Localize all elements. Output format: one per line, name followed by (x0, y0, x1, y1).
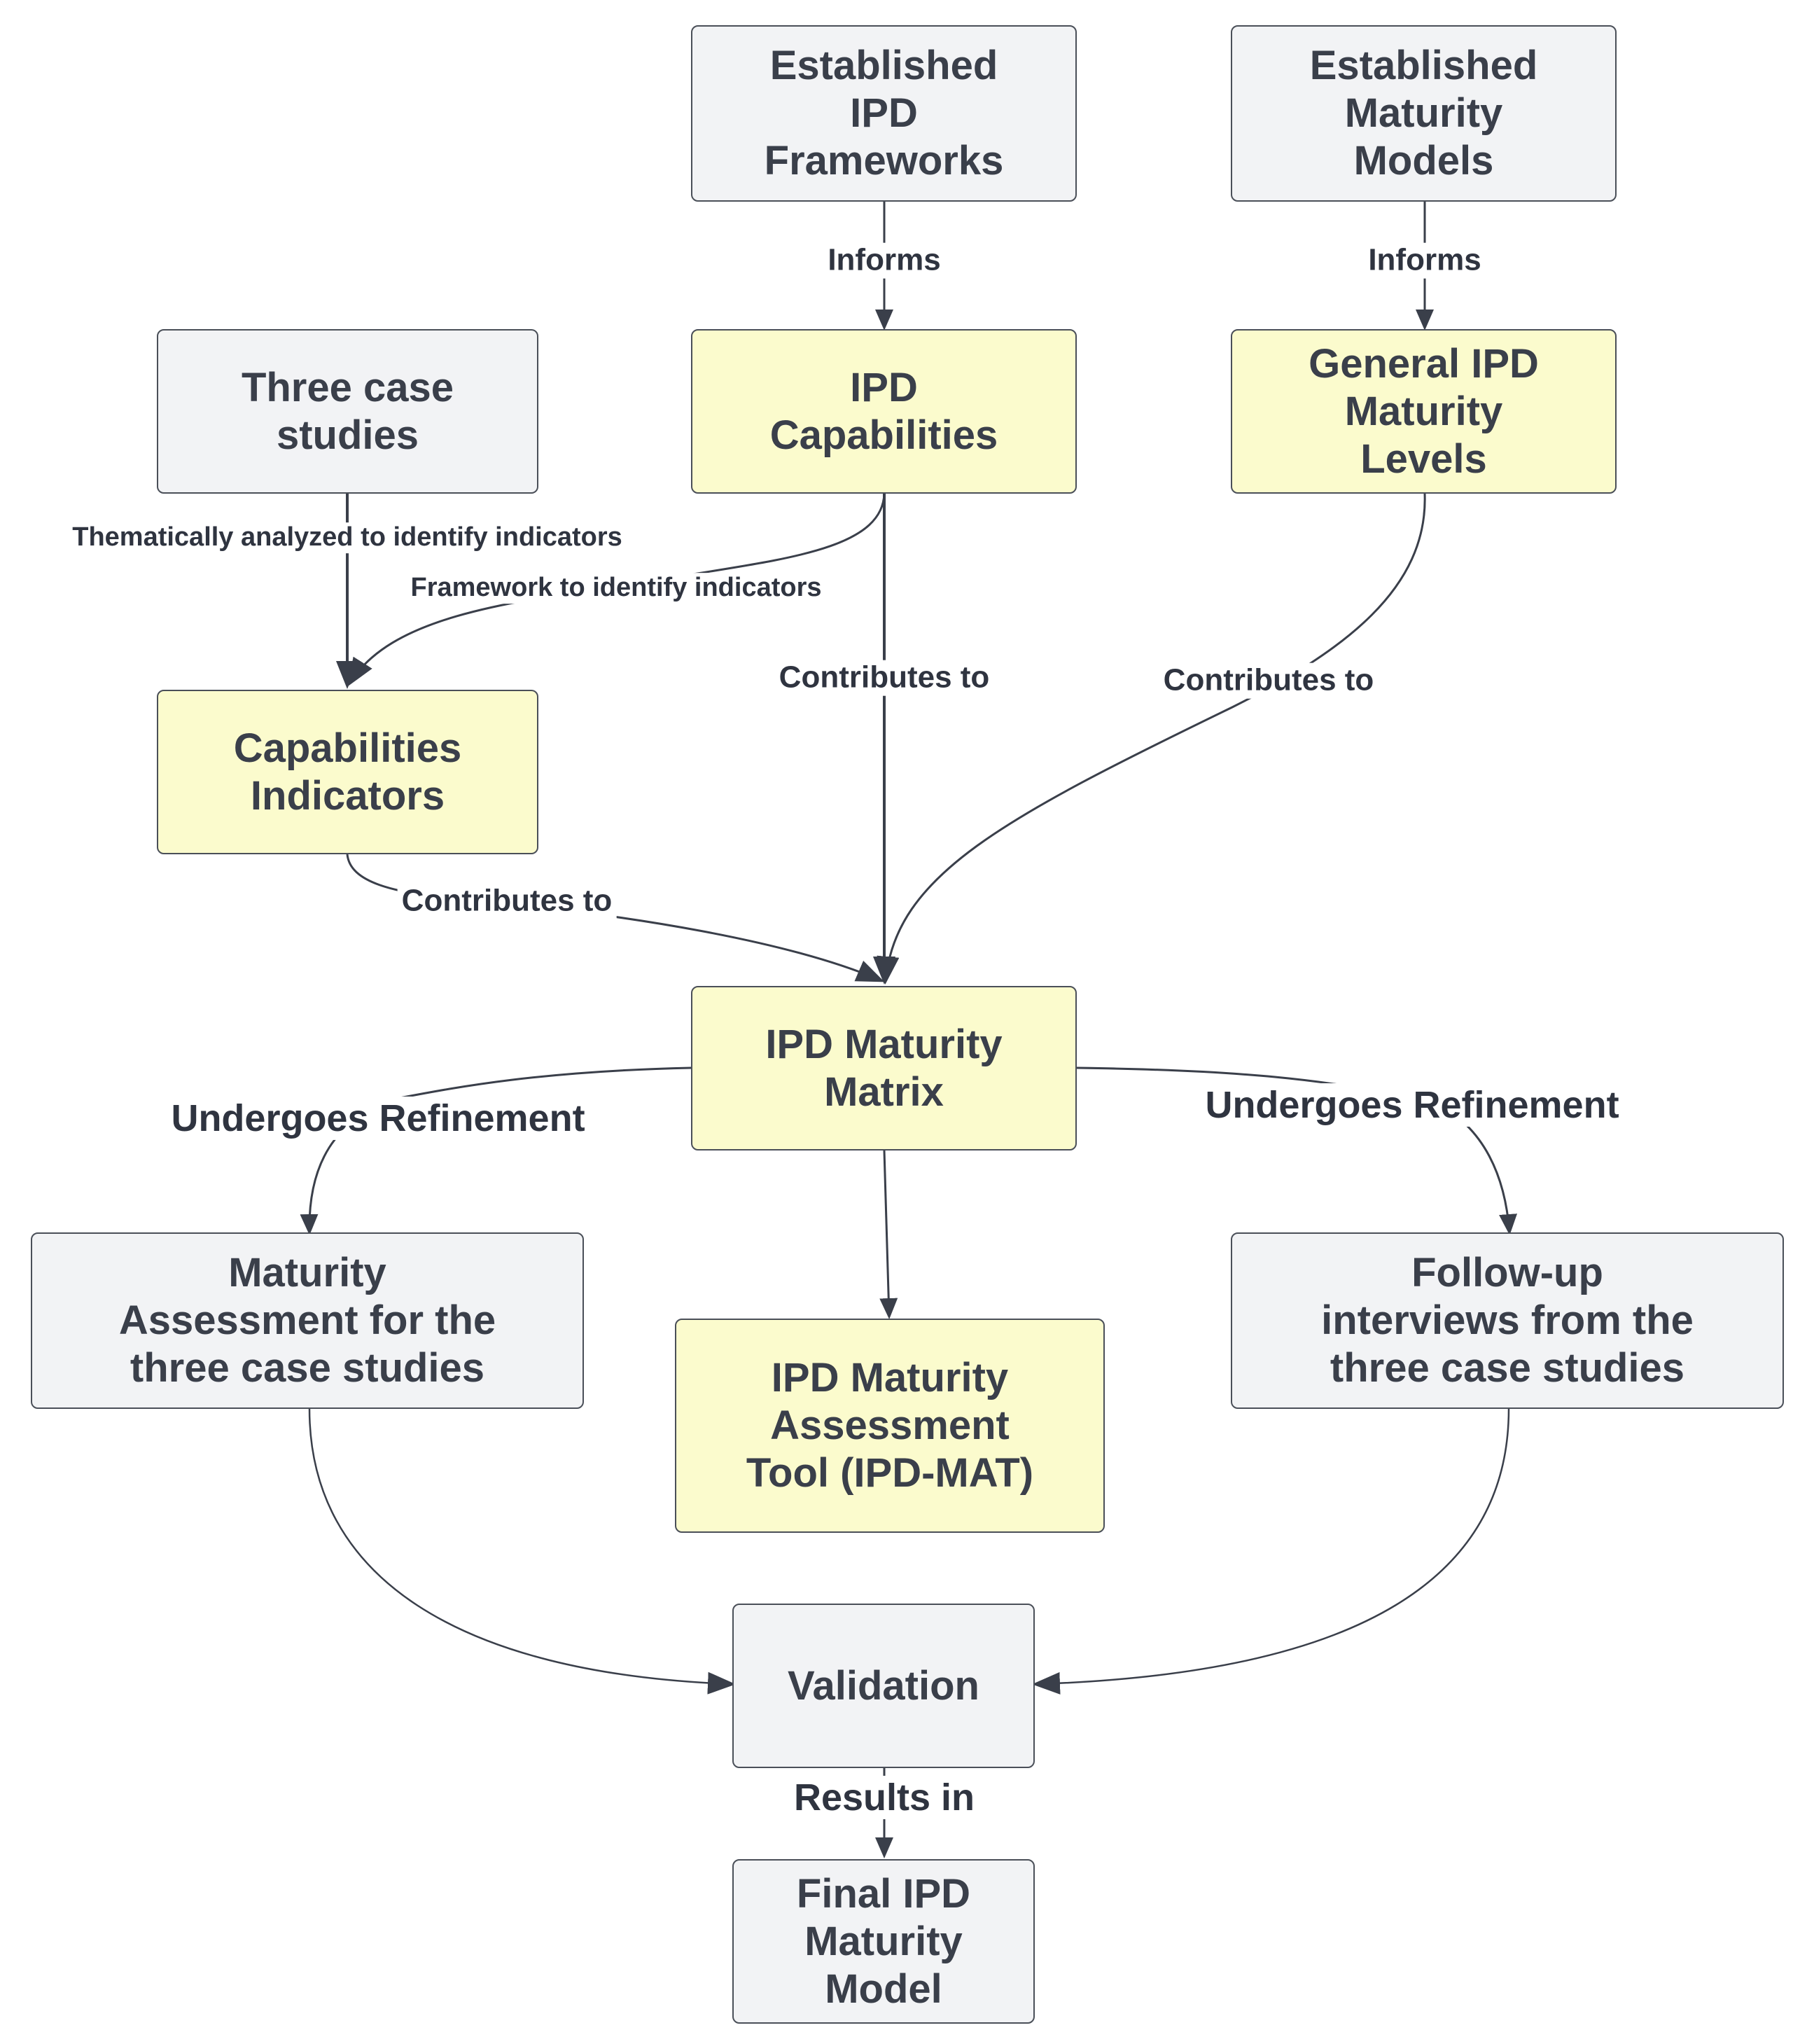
label-informs-1: Informs (823, 242, 945, 279)
node-general-ipd-maturity-levels: General IPD Maturity Levels (1231, 329, 1617, 494)
label-thematically-analyzed: Thematically analyzed to identify indica… (68, 522, 627, 553)
node-maturity-assessment: Maturity Assessment for the three case s… (31, 1232, 584, 1409)
node-established-ipd-frameworks: Established IPD Frameworks (691, 25, 1077, 202)
node-established-maturity-models: Established Maturity Models (1231, 25, 1617, 202)
label-informs-2: Informs (1364, 242, 1486, 279)
edge-assessment-validation (308, 1408, 736, 1695)
label-contributes-3: Contributes to (397, 883, 617, 919)
node-ipd-maturity-matrix: IPD Maturity Matrix (691, 986, 1077, 1150)
edge-matrix-assessment (300, 1066, 692, 1235)
edge-interviews-validation (1032, 1408, 1510, 1695)
node-three-case-studies: Three case studies (157, 329, 538, 494)
label-contributes-2: Contributes to (1159, 662, 1379, 699)
edge-matrix-tool (879, 1150, 898, 1319)
node-ipd-maturity-assessment-tool: IPD Maturity Assessment Tool (IPD-MAT) (675, 1319, 1105, 1533)
node-validation: Validation (732, 1604, 1035, 1768)
edge-levels-matrix (877, 493, 1426, 985)
label-contributes-1: Contributes to (774, 660, 994, 696)
label-framework-identify: Framework to identify indicators (406, 573, 826, 604)
label-undergoes-refinement-left: Undergoes Refinement (167, 1096, 589, 1141)
node-ipd-capabilities: IPD Capabilities (691, 329, 1077, 494)
label-results-in: Results in (789, 1775, 979, 1820)
label-undergoes-refinement-right: Undergoes Refinement (1201, 1083, 1624, 1127)
node-capabilities-indicators: Capabilities Indicators (157, 690, 538, 854)
node-final-ipd-maturity-model: Final IPD Maturity Model (732, 1859, 1035, 2024)
node-follow-up-interviews: Follow-up interviews from the three case… (1231, 1232, 1784, 1409)
